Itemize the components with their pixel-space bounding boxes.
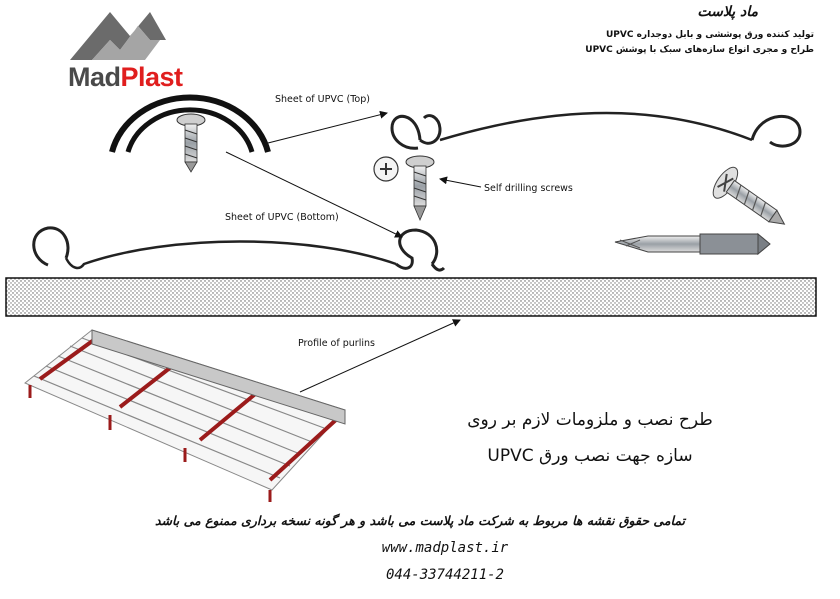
- website-link[interactable]: www.madplast.ir: [381, 540, 509, 556]
- self-drilling-screw-icon: [712, 166, 786, 225]
- company-name: ماد پلاست: [697, 4, 758, 20]
- purlin-band: [5, 277, 817, 317]
- arrow-sheet-top: [267, 110, 388, 144]
- arc-screw-icon: [176, 113, 206, 173]
- arrows: [225, 110, 482, 393]
- arrow-sheet-bottom: [225, 151, 403, 238]
- arc-sheet-detail: [109, 94, 271, 153]
- label-screws: Self drilling screws: [484, 183, 573, 194]
- title-line-2: سازه جهت نصب ورق UPVC: [487, 446, 693, 466]
- brand-name-part1: Mad: [68, 62, 121, 92]
- phone-number: 044-33744211-2: [385, 567, 504, 583]
- label-sheet-bottom: Sheet of UPVC (Bottom): [225, 212, 339, 223]
- label-sheet-top: Sheet of UPVC (Top): [275, 94, 370, 105]
- title-line-1: طرح نصب و ملزومات لازم بر روی: [467, 410, 713, 430]
- screw-head-icon: [373, 156, 399, 182]
- arrow-screws: [439, 176, 482, 188]
- drill-bit-icon: [614, 232, 771, 256]
- company-tagline-2: طراح و مجری انواع سازه‌های سبک با پوشش U…: [585, 45, 814, 55]
- brand-name-part2: Plast: [120, 62, 184, 92]
- madplast-logo-icon: [70, 12, 166, 60]
- brand-wordmark: MadPlast: [68, 62, 183, 93]
- diagram-title: طرح نصب و ملزومات لازم بر روی سازه جهت ن…: [410, 402, 770, 474]
- purlin-truss-icon: [24, 329, 346, 502]
- company-tagline-1: تولید کننده ورق پوششی و بابل دوجداره UPV…: [606, 30, 814, 40]
- copyright-notice: تمامی حقوق نقشه ها مربوط به شرکت ماد پلا…: [154, 513, 686, 528]
- label-purlins: Profile of purlins: [298, 338, 375, 349]
- upvc-sheet-top: [390, 111, 802, 150]
- arrow-purlins: [299, 319, 461, 393]
- upvc-sheet-bottom: [32, 226, 446, 272]
- screw-icon: [405, 155, 435, 222]
